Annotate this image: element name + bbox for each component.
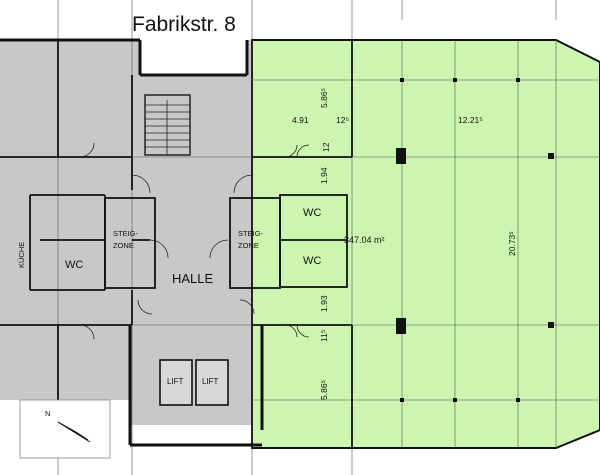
stair-treads [144,94,191,156]
north-label: N [45,409,51,418]
dim-room-top-width: 4.91 [292,115,309,125]
columns [396,78,554,402]
dim-main-width: 12.21⁵ [458,115,483,125]
dim-1-94: 1.94 [319,167,329,184]
wc-label-right-top: WC [303,207,322,219]
street-address-title: Fabrikstr. 8 [132,13,236,36]
grey-building-lower [0,325,135,400]
north-arrow-box [19,399,111,459]
lift-label-right: LIFT [202,377,219,386]
dim-11-5: 11⁵ [319,329,329,342]
dim-corridor-12-5: 12⁵ [336,115,349,125]
wc-label-left: WC [65,259,84,271]
walls [0,38,264,447]
stair-zone-right-line1: STEIG- [238,229,264,238]
courtyard-notch [140,40,247,75]
dim-room-bottom-height: 5.86⁵ [319,379,329,400]
stair-zone-left-line1: STEIG- [113,229,139,238]
dim-1-93: 1.93 [319,295,329,312]
lift-shafts [159,359,229,406]
dim-main-height: 20.73⁵ [507,231,517,256]
office-area-label: 347.04 m² [344,235,385,245]
hall-label: HALLE [172,271,214,286]
wc-label-right-bottom: WC [303,255,322,267]
stair-zone-right-line2: ZONE [238,241,259,250]
kitchen-label: KÜCHE [17,241,26,268]
stair-zone-left-line2: ZONE [113,241,134,250]
north-arrow-line [57,421,91,443]
lift-label-left: LIFT [167,377,184,386]
dim-12: 12 [321,142,331,152]
dim-room-top-height: 5.86⁵ [319,87,329,108]
door-swings [79,142,310,340]
office-area-green [251,39,600,449]
interior-walls [0,40,353,448]
